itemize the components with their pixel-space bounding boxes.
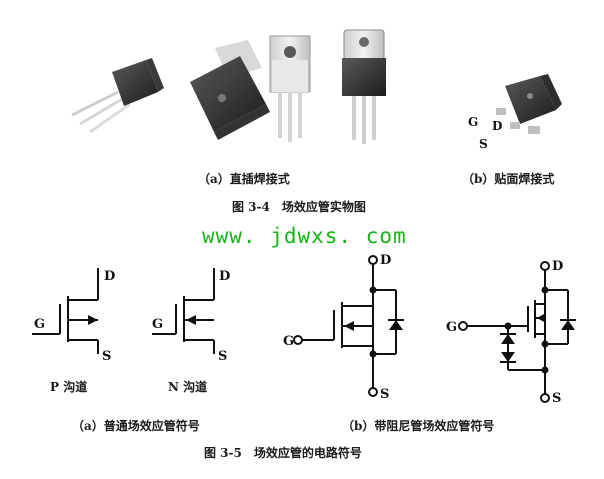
n-channel-label-s: S	[218, 349, 227, 364]
p-channel-arrow	[88, 315, 98, 325]
smd-label-d: D	[492, 119, 502, 133]
n-channel-label-g: G	[152, 317, 163, 332]
caption-through-hole: （a）直插焊接式	[198, 172, 290, 186]
zener-diode-lower	[501, 352, 515, 362]
symbol-damper-mosfet-protected	[458, 261, 576, 403]
zener-diode-upper	[501, 334, 515, 344]
protected-label-s: S	[552, 391, 561, 406]
protected-label-d: D	[552, 259, 563, 274]
photo-component-to220-isolated	[269, 35, 311, 142]
photo-component-small-tilted	[71, 58, 164, 134]
n-channel-label-d: D	[219, 269, 230, 284]
damper-diode	[389, 320, 403, 330]
mosfet-photos: G D S	[71, 29, 562, 151]
caption-normal-symbols: （a）普通场效应管符号	[72, 419, 200, 433]
symbol-damper-mosfet	[293, 255, 404, 397]
caption-surface-mount: （b）贴面焊接式	[462, 172, 555, 186]
n-channel-arrow	[186, 315, 196, 325]
damper-label-d: D	[380, 253, 391, 268]
smd-label-s: S	[479, 137, 488, 151]
p-channel-label-g: G	[34, 317, 45, 332]
p-channel-label-d: D	[104, 269, 115, 284]
symbol-n-channel	[152, 268, 215, 354]
photo-component-smd: G D S	[468, 74, 562, 151]
caption-n-channel: N 沟道	[168, 380, 208, 394]
watermark-url: www. jdwxs. com	[202, 224, 407, 248]
mosfet-circuit-symbols: D G S D G S D G S D G S	[32, 253, 576, 406]
symbol-p-channel	[32, 268, 99, 354]
damper-label-g: G	[283, 334, 294, 349]
smd-label-g: G	[468, 115, 478, 129]
caption-p-channel: P 沟道	[50, 380, 88, 394]
figure-3-5-title: 图 3-5 场效应管的电路符号	[204, 446, 362, 460]
caption-damper-symbols: （b）带阻尼管场效应管符号	[342, 419, 495, 433]
protected-label-g: G	[446, 320, 457, 335]
p-channel-label-s: S	[102, 349, 111, 364]
photo-component-tab-tilted	[190, 40, 270, 140]
damper-label-s: S	[380, 387, 389, 402]
photo-component-to220-tab	[342, 29, 386, 144]
figure-3-4-title: 图 3-4 场效应管实物图	[232, 200, 366, 214]
